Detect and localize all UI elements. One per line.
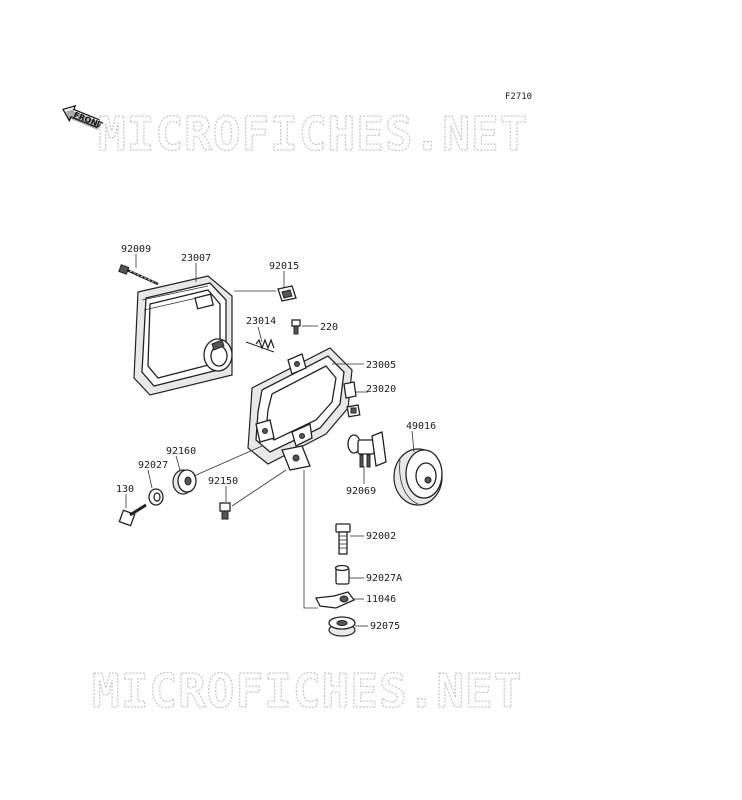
- label-11046: 11046: [366, 594, 396, 605]
- grommet-92160: [172, 469, 197, 495]
- watermark-top: MICROFICHES.NET: [98, 107, 528, 161]
- label-92015: 92015: [269, 261, 299, 272]
- label-92002: 92002: [366, 531, 396, 542]
- screw-220: [291, 319, 301, 335]
- bracket-11046: [315, 591, 356, 609]
- bolt-92009: [118, 264, 159, 286]
- label-92150: 92150: [208, 476, 238, 487]
- bolt-92150: [219, 502, 231, 520]
- label-23007: 23007: [181, 253, 211, 264]
- label-220: 220: [320, 322, 338, 333]
- collar-92027: [148, 488, 164, 506]
- figure-code: F2710: [505, 92, 532, 102]
- socket-cover-49016: [393, 448, 443, 506]
- label-23020: 23020: [366, 384, 396, 395]
- damper-92075: [328, 616, 356, 637]
- label-92069: 92069: [346, 486, 376, 497]
- label-23005: 23005: [366, 360, 396, 371]
- label-92075: 92075: [370, 621, 400, 632]
- label-92027A: 92027A: [366, 573, 402, 584]
- part-labels: 92009 23007 92015 23014 220 23005 23020 …: [116, 244, 436, 632]
- headlight-unit-23007: [133, 275, 233, 396]
- label-92027: 92027: [138, 460, 168, 471]
- clip-92015: [277, 285, 297, 302]
- adjust-screw-23014: [245, 338, 275, 353]
- leader-lines: [125, 254, 415, 627]
- collar-92027A: [334, 564, 350, 585]
- bolt-130: [118, 503, 147, 527]
- label-130: 130: [116, 484, 134, 495]
- label-92160: 92160: [166, 446, 196, 457]
- label-23014: 23014: [246, 316, 276, 327]
- watermark-bottom: MICROFICHES.NET: [92, 664, 522, 718]
- bolt-92002: [335, 523, 351, 555]
- label-92009: 92009: [121, 244, 151, 255]
- bulb-92069: [347, 431, 387, 468]
- housing-bracket-23005: [247, 347, 357, 471]
- nut-23020: [346, 404, 361, 418]
- label-49016: 49016: [406, 421, 436, 432]
